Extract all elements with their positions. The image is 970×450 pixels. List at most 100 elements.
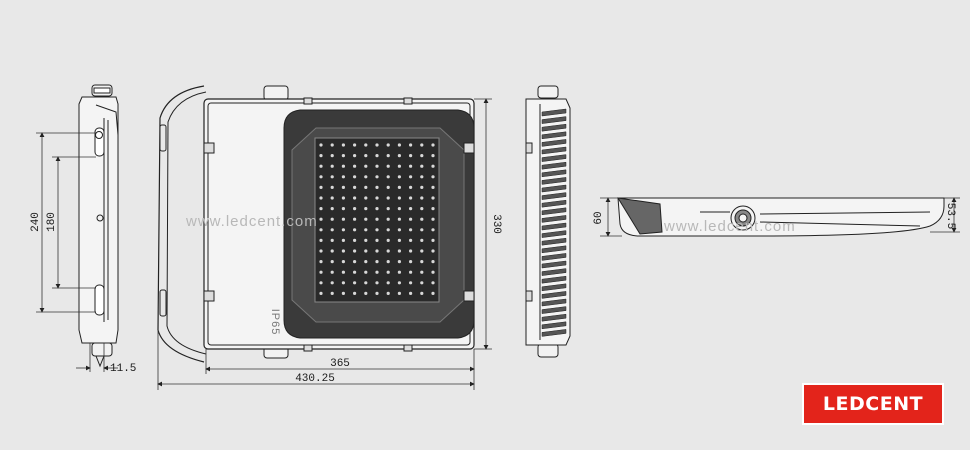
- led-dot: [319, 291, 323, 295]
- dim-side-240: 240: [30, 212, 42, 232]
- led-dot: [431, 270, 435, 274]
- led-dot: [364, 164, 368, 168]
- led-dot: [353, 143, 357, 147]
- led-dot: [353, 249, 357, 253]
- watermark-front: www.ledcent.com: [185, 213, 318, 230]
- led-dot: [375, 217, 379, 221]
- led-dot: [397, 154, 401, 158]
- led-dot: [364, 238, 368, 242]
- led-dot: [375, 196, 379, 200]
- heatsink-fin: [541, 275, 567, 284]
- led-dot: [330, 249, 334, 253]
- led-dot: [364, 196, 368, 200]
- heatsink-fin: [541, 161, 567, 170]
- led-dot: [353, 175, 357, 179]
- side-view-left: [78, 84, 119, 368]
- led-dot: [319, 196, 323, 200]
- heatsink-fin: [541, 283, 567, 292]
- led-dot: [341, 228, 345, 232]
- led-dot: [375, 228, 379, 232]
- led-dot: [341, 185, 345, 189]
- led-dot: [397, 270, 401, 274]
- led-dot: [420, 270, 424, 274]
- led-dot: [420, 207, 424, 211]
- led-dot: [397, 281, 401, 285]
- dim-bracket-11-5: 11.5: [110, 363, 136, 375]
- led-dot: [353, 291, 357, 295]
- heatsink-fin: [541, 215, 567, 223]
- heatsink-fins: [541, 108, 567, 337]
- housing-marking: IP65: [269, 309, 281, 336]
- dim-housing-365: 365: [330, 358, 350, 370]
- led-dot: [319, 281, 323, 285]
- watermark-profile: www.ledcent.com: [663, 218, 796, 235]
- led-dot: [397, 175, 401, 179]
- led-dot: [364, 228, 368, 232]
- led-dot: [409, 196, 413, 200]
- led-dot: [375, 291, 379, 295]
- led-dot: [341, 281, 345, 285]
- led-dot: [341, 196, 345, 200]
- led-dot: [386, 143, 390, 147]
- led-dot: [386, 281, 390, 285]
- led-dot: [319, 238, 323, 242]
- heatsink-fin: [541, 321, 567, 330]
- heatsink-fin: [541, 131, 567, 140]
- led-dot: [431, 249, 435, 253]
- led-dot: [397, 228, 401, 232]
- led-dot: [409, 270, 413, 274]
- led-dot: [431, 291, 435, 295]
- led-dot: [330, 143, 334, 147]
- led-dot: [431, 260, 435, 264]
- led-dot: [409, 249, 413, 253]
- led-dot: [397, 217, 401, 221]
- ledcent-logo: LEDCENT: [802, 383, 944, 425]
- led-dot: [431, 281, 435, 285]
- led-dot: [397, 291, 401, 295]
- led-dot: [319, 185, 323, 189]
- profile-dimension-lines: [600, 197, 960, 237]
- led-dot: [341, 270, 345, 274]
- led-dot: [353, 154, 357, 158]
- led-dot: [364, 154, 368, 158]
- heatsink-fin: [541, 199, 567, 208]
- led-dot: [364, 260, 368, 264]
- led-dot: [431, 228, 435, 232]
- led-dot: [341, 164, 345, 168]
- led-dot: [341, 238, 345, 242]
- led-dot: [353, 228, 357, 232]
- led-dot: [397, 260, 401, 264]
- led-dot: [375, 143, 379, 147]
- led-dot: [353, 196, 357, 200]
- heatsink-fin: [541, 268, 567, 276]
- led-dot: [353, 164, 357, 168]
- heatsink-fin: [541, 169, 567, 178]
- led-dot: [330, 281, 334, 285]
- led-dot: [330, 217, 334, 221]
- led-dot: [431, 238, 435, 242]
- led-dot: [409, 185, 413, 189]
- led-dot: [330, 260, 334, 264]
- led-dot: [330, 154, 334, 158]
- led-dot: [353, 207, 357, 211]
- led-dot: [397, 238, 401, 242]
- led-dot: [319, 217, 323, 221]
- led-dot: [420, 228, 424, 232]
- led-dot: [341, 260, 345, 264]
- heatsink-fin: [541, 108, 567, 117]
- led-dot: [330, 238, 334, 242]
- led-dot: [319, 164, 323, 168]
- dim-side-180: 180: [46, 212, 58, 232]
- led-dot: [364, 249, 368, 253]
- heatsink-fin: [541, 222, 567, 231]
- led-array: [319, 143, 435, 295]
- led-dot: [353, 281, 357, 285]
- led-dot: [431, 196, 435, 200]
- led-dot: [420, 175, 424, 179]
- heatsink-fin: [541, 306, 567, 314]
- led-dot: [375, 270, 379, 274]
- led-dot: [397, 185, 401, 189]
- led-dot: [319, 228, 323, 232]
- led-dot: [397, 143, 401, 147]
